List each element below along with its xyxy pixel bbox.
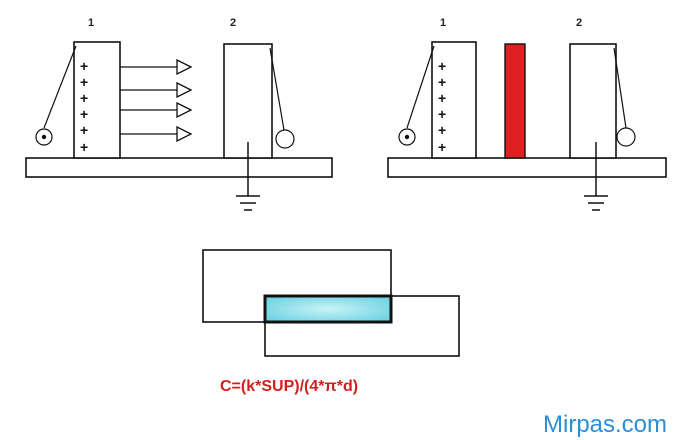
right-base-platform (387, 157, 667, 178)
right-electroscope-2 (613, 47, 636, 147)
left-setup: 1 2 + + + + + + (25, 17, 333, 211)
charge-sign: + (80, 74, 88, 90)
charge-sign: + (80, 106, 88, 122)
right-charges: + + + + + + (438, 58, 446, 155)
charge-sign: + (80, 90, 88, 106)
left-plate1-number: 1 (88, 17, 94, 29)
right-plate1-number: 1 (440, 17, 446, 29)
charge-sign: + (438, 58, 446, 74)
watermark-logo: Mirpas.com (543, 411, 667, 438)
left-plate-2 (223, 43, 273, 159)
left-base-platform (25, 157, 333, 178)
left-plate2-number: 2 (230, 17, 236, 29)
left-charges: + + + + + + (80, 58, 88, 155)
right-plate-1 (431, 41, 477, 159)
charge-sign: + (438, 139, 446, 155)
right-plate-2 (569, 43, 617, 159)
right-plate2-number: 2 (576, 17, 582, 29)
ground-icon (584, 142, 608, 211)
charge-sign: + (438, 122, 446, 138)
charge-sign: + (80, 58, 88, 74)
left-plate-1 (73, 41, 121, 159)
left-electroscope-1 (35, 45, 77, 146)
charge-sign: + (438, 74, 446, 90)
dielectric-slab (504, 43, 526, 159)
charge-sign: + (80, 122, 88, 138)
charge-sign: + (438, 106, 446, 122)
right-electroscope-1 (398, 45, 435, 146)
left-electroscope-2 (269, 47, 295, 149)
ground-icon (236, 142, 260, 211)
overlap-area (263, 294, 393, 324)
capacitance-formula: C=(k*SUP)/(4*π*d) (220, 378, 358, 395)
right-setup: 1 2 + + + + + + (387, 17, 667, 211)
field-arrows (120, 67, 178, 134)
charge-sign: + (438, 90, 446, 106)
charge-sign: + (80, 139, 88, 155)
overlap-diagram (202, 249, 460, 357)
